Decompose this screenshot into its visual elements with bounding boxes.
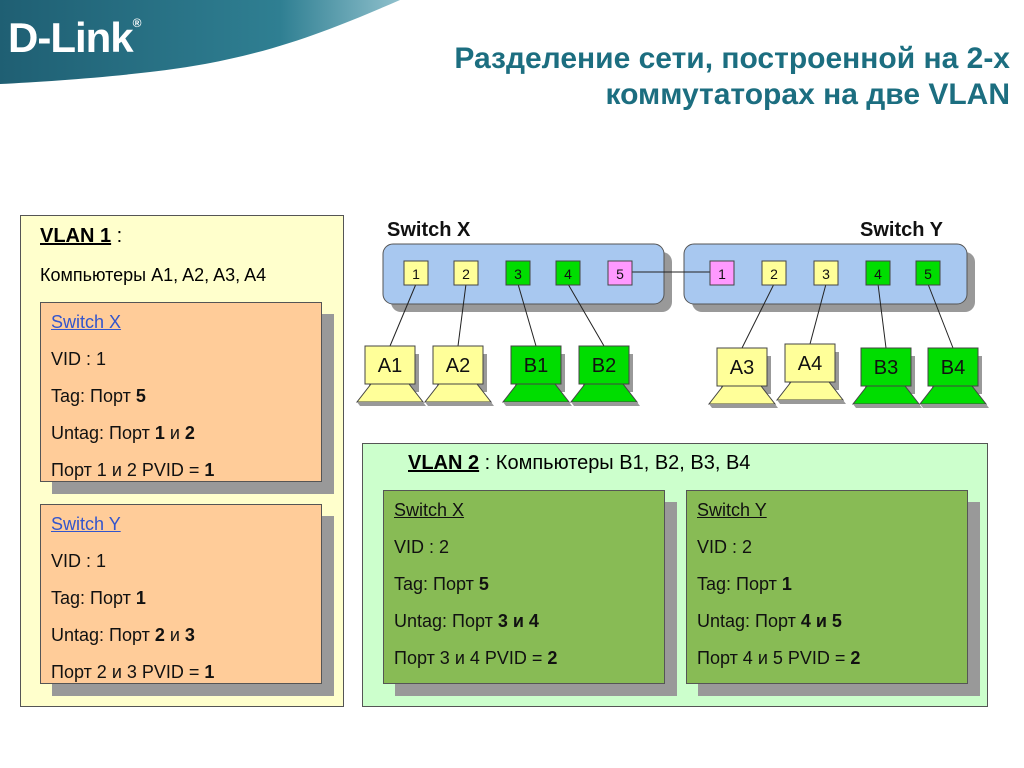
tag-line: Tag: Порт 1 <box>51 588 146 608</box>
link-line <box>567 283 605 347</box>
computer-keyboard-shadow <box>357 402 426 406</box>
switch-x-port-5 <box>607 260 633 286</box>
link-line <box>927 283 954 349</box>
computer-keyboard-shadow <box>503 402 572 406</box>
vid-line: VID : 2 <box>394 537 450 557</box>
pvid-line: Порт 1 и 2 PVID = 1 <box>51 460 215 480</box>
vlan2-switch-y-card: Switch Y VID : 2 Tag: Порт 1 Untag: Порт… <box>686 490 968 684</box>
computer-a1: A1 <box>355 345 426 406</box>
vlan1-computers: Компьютеры A1, A2, A3, A4 <box>40 265 267 285</box>
switch-x-port-2 <box>453 260 479 286</box>
computer-keyboard-shadow <box>709 404 778 408</box>
switch-y-port-label: 3 <box>822 266 830 282</box>
computer-keyboard-shadow <box>853 404 922 408</box>
switch-y-port-label: 4 <box>874 266 882 282</box>
card-header: Switch Y <box>697 500 767 520</box>
switch-x-port-label: 4 <box>564 266 572 282</box>
link-line <box>517 283 537 347</box>
card-header: Switch X <box>394 500 465 520</box>
vlan1-switch-y-card: Switch Y VID : 1 Tag: Порт 1 Untag: Порт… <box>40 504 322 684</box>
computer-a3: A3 <box>707 347 778 408</box>
pvid-line: Порт 3 и 4 PVID = 2 <box>394 648 558 668</box>
card-header: Switch X <box>51 312 122 332</box>
computer-monitor <box>716 347 768 387</box>
pvid-line: Порт 2 и 3 PVID = 1 <box>51 662 215 682</box>
switch-x-port-label: 1 <box>412 266 420 282</box>
computer-label: B3 <box>874 357 898 379</box>
switch-y-port-3 <box>813 260 839 286</box>
untag-line: Untag: Порт 2 и 3 <box>51 625 195 645</box>
switch-y-port-5 <box>915 260 941 286</box>
header-band <box>0 0 400 84</box>
vid-line: VID : 1 <box>51 551 107 571</box>
switch-x-port-label: 3 <box>514 266 522 282</box>
computer-label: B4 <box>941 357 965 379</box>
tag-line: Tag: Порт 1 <box>697 574 792 594</box>
switch-y-port-label: 5 <box>924 266 932 282</box>
vlan1-heading: VLAN 1 : <box>40 225 123 247</box>
switch-x-port-3 <box>505 260 531 286</box>
vlan2-heading: VLAN 2 : Компьютеры B1, B2, B3, B4 <box>408 452 751 474</box>
computer-keyboard-shadow <box>425 402 494 406</box>
link-line <box>809 283 827 345</box>
link-line <box>457 283 467 347</box>
computer-monitor <box>510 345 562 385</box>
switch-y-port-1 <box>709 260 735 286</box>
switch-x-port-4 <box>555 260 581 286</box>
switch-x-port-label: 5 <box>616 266 624 282</box>
page-title-line1: Разделение сети, построенной на 2-х <box>454 42 1010 75</box>
computer-monitor <box>364 345 416 385</box>
switch-y-port-4 <box>865 260 891 286</box>
untag-line: Untag: Порт 1 и 2 <box>51 423 195 443</box>
computer-monitor <box>784 343 836 383</box>
vlan2-switch-x-card: Switch X VID : 2 Tag: Порт 5 Untag: Порт… <box>383 490 665 684</box>
computer-label: A4 <box>798 353 822 375</box>
switch-x-port-1 <box>403 260 429 286</box>
computer-a2: A2 <box>423 345 494 406</box>
computer-label: A1 <box>378 355 402 377</box>
switch-y-port-2 <box>761 260 787 286</box>
computer-b2: B2 <box>569 345 640 406</box>
dlink-logo: D-Link® <box>8 14 141 61</box>
switch-x-label: Switch X <box>387 219 471 241</box>
vid-line: VID : 2 <box>697 537 753 557</box>
tag-line: Tag: Порт 5 <box>51 386 146 406</box>
link-line <box>389 283 417 347</box>
untag-line: Untag: Порт 4 и 5 <box>697 611 842 631</box>
link-line <box>877 283 887 349</box>
computer-label: B2 <box>592 355 616 377</box>
computer-keyboard-shadow <box>571 402 640 406</box>
computer-b1: B1 <box>501 345 572 406</box>
untag-line: Untag: Порт 3 и 4 <box>394 611 539 631</box>
computer-monitor <box>578 345 630 385</box>
switch-x-port-label: 2 <box>462 266 470 282</box>
vlan1-switch-x-card: Switch X VID : 1 Tag: Порт 5 Untag: Порт… <box>40 302 322 482</box>
computer-label: A2 <box>446 355 470 377</box>
pvid-line: Порт 4 и 5 PVID = 2 <box>697 648 861 668</box>
switch-y-port-label: 2 <box>770 266 778 282</box>
page-title-line2: коммутаторах на две VLAN <box>605 78 1010 111</box>
computer-keyboard-shadow <box>777 400 846 404</box>
computer-label: A3 <box>730 357 754 379</box>
computer-monitor <box>927 347 979 387</box>
vid-line: VID : 1 <box>51 349 107 369</box>
computer-a4: A4 <box>775 343 846 404</box>
computer-monitor <box>860 347 912 387</box>
computer-label: B1 <box>524 355 548 377</box>
tag-line: Tag: Порт 5 <box>394 574 489 594</box>
link-line <box>741 283 775 349</box>
switch-y-port-label: 1 <box>718 266 726 282</box>
card-header: Switch Y <box>51 514 121 534</box>
computer-keyboard-shadow <box>920 404 989 408</box>
switch-y-label: Switch Y <box>860 219 943 241</box>
computer-b3: B3 <box>851 347 922 408</box>
computer-b4: B4 <box>918 347 989 408</box>
